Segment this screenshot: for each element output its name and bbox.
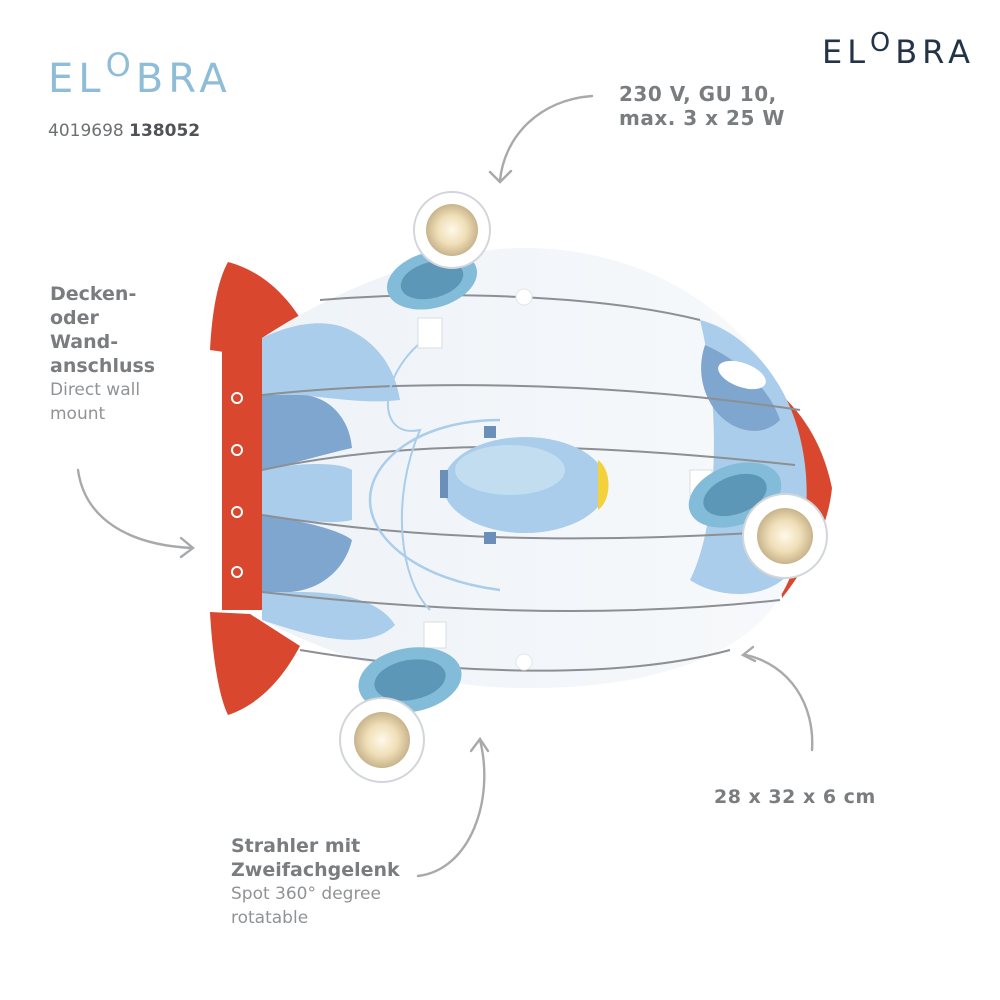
mount-dot [515,653,533,671]
mount-label-en: Direct wall mount [50,380,141,424]
logo-text-end: BRA [895,33,975,71]
rocket-band [262,323,400,402]
brand-logo-right: ELOBRA [822,28,975,71]
logo-text-start: EL [822,33,871,71]
brand-logo-left: ELOBRA [48,46,232,102]
arrow-specs [498,94,594,182]
rocket-band [262,395,352,470]
annotation-arrows [76,94,814,878]
spotlight-label: Strahler mit Zweifachgelenk Spot 360° de… [231,834,400,930]
rocket-band [262,464,352,523]
mount-dot [515,288,533,306]
spotlight-label-de: Strahler mit Zweifachgelenk [231,835,400,881]
spotlight-bottom [339,621,462,783]
arrow-dimensions [744,653,814,752]
electrical-specs: 230 V, GU 10, max. 3 x 25 W [619,82,785,130]
capsule-graphic [440,426,609,544]
arrow-spotlight [416,738,486,878]
logo-text-end: BRA [135,56,232,102]
rocket-center-arc [368,418,501,592]
rocket-band [262,592,395,640]
mount-label: Decken- oder Wand- anschluss Direct wall… [50,282,155,426]
logo-text-o: O [105,46,136,84]
article-number: 138052 [129,121,201,141]
rocket-band [262,515,352,592]
mount-label-de: Decken- oder Wand- anschluss [50,283,156,377]
rocket-window [718,360,766,390]
rocket-nozzle-hooks [231,392,243,578]
rocket-panel-arc [387,329,441,611]
arrow-mount [76,468,194,550]
spotlight-top [386,191,491,349]
spotlight-right [688,462,828,579]
logo-text-o: O [870,28,896,58]
rocket-nozzle [222,344,262,610]
dimensions-label: 28 x 32 x 6 cm [714,786,876,808]
article-code: 4019698 138052 [48,121,200,141]
ean-prefix: 4019698 [48,121,124,141]
spotlight-label-en: Spot 360° degree rotatable [231,884,381,928]
logo-text-start: EL [48,56,106,102]
